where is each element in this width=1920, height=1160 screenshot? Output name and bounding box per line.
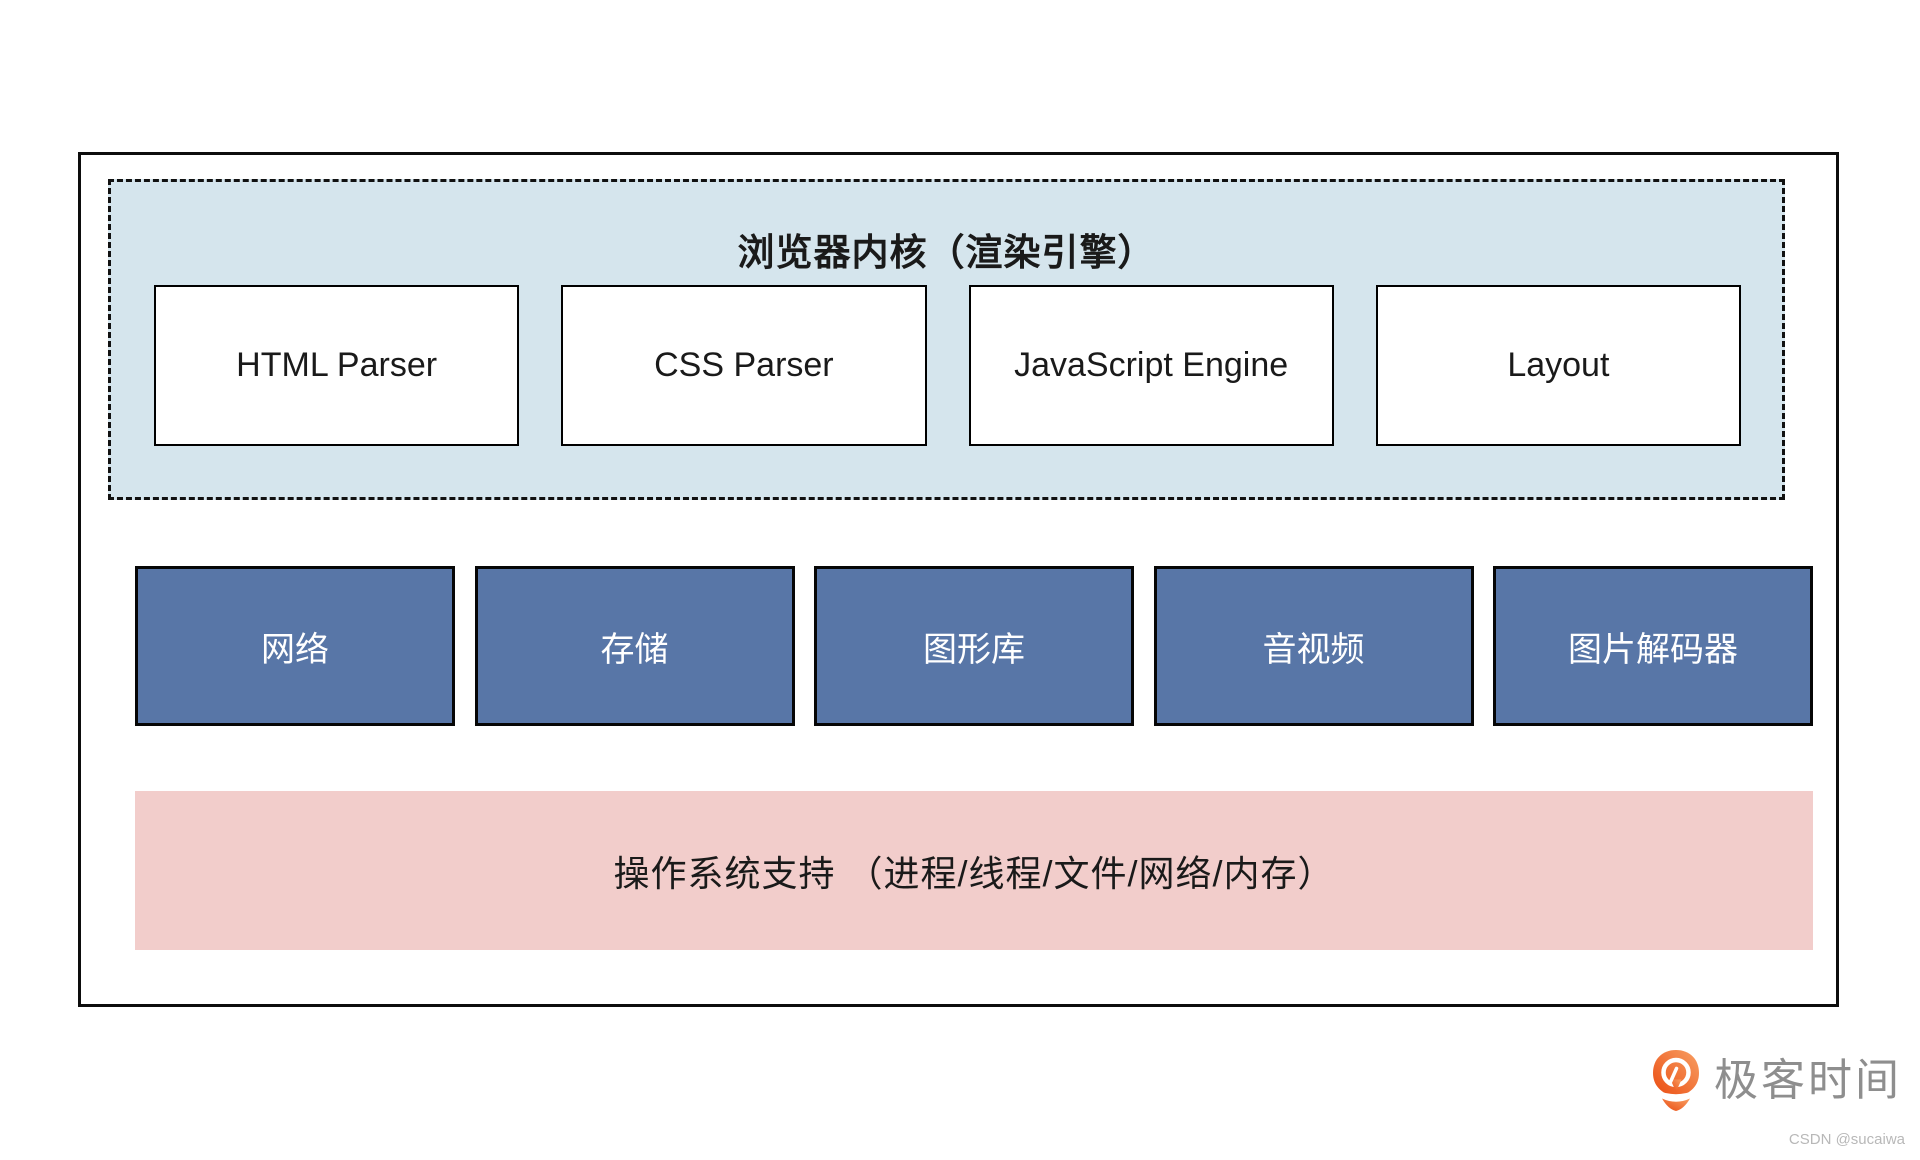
geektime-brand: 极客时间 (1650, 1048, 1902, 1114)
engine-component-css-parser: CSS Parser (561, 285, 927, 446)
rendering-engine-section: 浏览器内核（渲染引擎） HTML Parser CSS Parser JavaS… (108, 179, 1785, 500)
platform-module-label: 存储 (600, 630, 669, 669)
platform-module-audio-video: 音视频 (1153, 566, 1474, 726)
csdn-watermark: CSDN @sucaiwa (1788, 1131, 1905, 1148)
engine-component-label: Layout (1507, 346, 1610, 384)
os-support-label: 操作系统支持 （进程/线程/文件/网络/内存） (613, 852, 1335, 894)
platform-module-image-decoder: 图片解码器 (1493, 566, 1813, 726)
platform-module-label: 网络 (261, 630, 329, 669)
engine-component-html-parser: HTML Parser (154, 285, 520, 446)
engine-component-label: HTML Parser (236, 346, 438, 384)
platform-module-label: 音视频 (1262, 630, 1365, 669)
engine-component-label: CSS Parser (654, 346, 834, 384)
platform-module-label: 图形库 (923, 630, 1025, 669)
engine-components-row: HTML Parser CSS Parser JavaScript Engine… (154, 285, 1741, 446)
platform-module-graphics-library: 图形库 (814, 566, 1134, 726)
platform-modules-row: 网络 存储 图形库 音视频 图片解码器 (135, 566, 1813, 726)
diagram-frame: 浏览器内核（渲染引擎） HTML Parser CSS Parser JavaS… (78, 152, 1839, 1007)
platform-module-label: 图片解码器 (1568, 630, 1738, 669)
os-support-bar: 操作系统支持 （进程/线程/文件/网络/内存） (135, 791, 1813, 950)
geektime-brand-name: 极客时间 (1714, 1056, 1902, 1105)
rendering-engine-title: 浏览器内核（渲染引擎） (737, 232, 1156, 273)
geektime-logo-icon (1653, 1050, 1699, 1111)
platform-module-storage: 存储 (474, 566, 795, 726)
engine-component-layout: Layout (1375, 285, 1741, 446)
engine-component-js-engine: JavaScript Engine (968, 285, 1334, 446)
engine-component-label: JavaScript Engine (1014, 346, 1289, 384)
platform-module-network: 网络 (135, 566, 455, 726)
